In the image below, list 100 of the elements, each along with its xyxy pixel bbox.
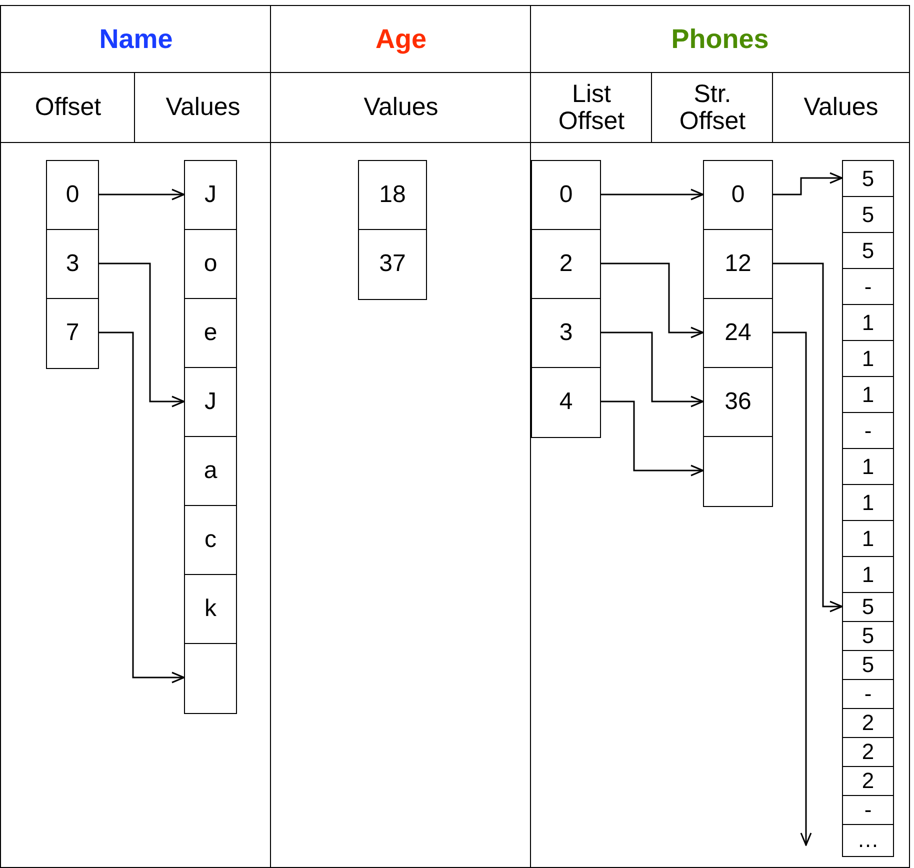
array-cell	[184, 367, 237, 438]
cell-value: a	[204, 459, 218, 484]
array-cell	[184, 229, 237, 300]
cell-value: -	[864, 420, 872, 442]
cell-value: 1	[862, 528, 874, 550]
cell-value: -	[864, 683, 872, 706]
array-cell	[842, 232, 894, 270]
array-cell	[531, 160, 601, 230]
cell-value: 18	[379, 183, 406, 208]
column-header: Values	[364, 94, 438, 121]
column-header: List Offset	[557, 81, 626, 134]
cell-value: 5	[862, 596, 874, 618]
arrow	[773, 172, 843, 196]
array-cell	[842, 737, 894, 768]
array-cell	[842, 484, 894, 522]
cell-value: o	[204, 252, 218, 276]
cell-value: 1	[862, 456, 874, 478]
cell-value: 5	[862, 240, 874, 262]
cell-value: 36	[724, 390, 752, 414]
cell-value: -	[864, 799, 872, 822]
cell-value: 5	[862, 204, 874, 226]
cell-value: 3	[66, 252, 80, 276]
cell-value: 5	[862, 168, 874, 190]
cell-value: 12	[724, 252, 752, 276]
array-cell	[46, 229, 99, 300]
array-cell	[531, 229, 601, 300]
array-cell	[842, 795, 894, 826]
array-cell	[358, 160, 427, 230]
cell-value: 2	[862, 712, 874, 734]
cell-value: J	[204, 390, 216, 414]
array-cell	[842, 160, 894, 198]
array-cell	[842, 304, 894, 342]
arrow	[601, 262, 704, 338]
array-cell	[184, 436, 237, 506]
cell-value: 5	[862, 625, 874, 648]
array-cell	[531, 298, 601, 368]
arrow	[601, 400, 704, 476]
cell-value: e	[204, 321, 218, 346]
cell-value: 2	[862, 770, 874, 792]
array-cell	[842, 621, 894, 652]
array-cell	[842, 650, 894, 680]
array-cell	[842, 708, 894, 738]
cell-value: 1	[862, 348, 874, 370]
cell-value: 5	[862, 654, 874, 676]
array-cell	[184, 505, 237, 576]
array-cell	[531, 367, 601, 438]
array-cell	[842, 824, 894, 856]
array-cell	[842, 448, 894, 486]
array-cell	[703, 229, 773, 300]
array-cell	[703, 298, 773, 368]
array-cell	[703, 367, 773, 438]
cell-value: -	[864, 276, 872, 298]
array-cell	[842, 268, 894, 306]
arrow	[773, 262, 843, 612]
cell-value: 4	[559, 390, 573, 414]
array-cell	[842, 520, 894, 558]
arrow	[99, 188, 185, 200]
array-cell	[842, 340, 894, 378]
cell-value: 2	[862, 741, 874, 764]
cell-value: c	[204, 528, 216, 552]
array-cell	[46, 298, 99, 368]
array-cell	[842, 556, 894, 594]
array-cell	[842, 592, 894, 622]
cell-value: 1	[862, 492, 874, 514]
array-cell	[703, 160, 773, 230]
column-header: Values	[166, 94, 240, 121]
array-cell	[358, 229, 427, 300]
array-cell	[842, 196, 894, 234]
array-cell	[842, 766, 894, 796]
cell-value: k	[204, 597, 216, 622]
cell-value: 1	[862, 384, 874, 406]
cell-value: 3	[559, 321, 573, 346]
column-header: Values	[804, 94, 878, 121]
array-cell	[842, 412, 894, 450]
cell-value: 2	[559, 252, 573, 276]
cell-value: 0	[559, 183, 573, 208]
cell-value: 1	[862, 312, 874, 334]
array-cell	[184, 574, 237, 644]
column-header: Name	[99, 24, 173, 54]
arrow	[601, 188, 704, 200]
cell-value: 7	[66, 321, 80, 346]
arrow	[99, 262, 185, 408]
column-header: Age	[375, 24, 426, 54]
cell-value: J	[204, 183, 216, 208]
column-header: Offset	[34, 94, 102, 121]
arrow	[773, 332, 812, 846]
array-cell	[184, 160, 237, 230]
arrow	[99, 332, 185, 684]
array-cell	[842, 679, 894, 710]
column-header: Str. Offset	[678, 81, 747, 134]
array-cell	[842, 376, 894, 414]
cell-value: 24	[724, 321, 752, 346]
cell-value: 37	[379, 252, 406, 276]
cell-value: …	[857, 829, 879, 852]
cell-value: 1	[862, 564, 874, 586]
array-cell	[46, 160, 99, 230]
array-cell	[184, 298, 237, 368]
cell-value: 0	[731, 183, 745, 208]
column-header: Phones	[671, 24, 769, 54]
arrow	[601, 332, 704, 408]
